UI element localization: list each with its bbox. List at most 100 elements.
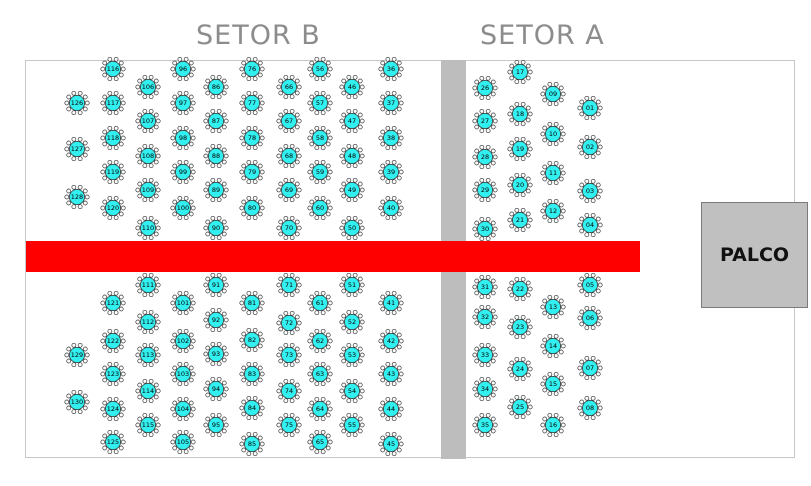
- table-13[interactable]: 13: [540, 294, 566, 320]
- table-41[interactable]: 41: [378, 290, 404, 316]
- table-12[interactable]: 12: [540, 198, 566, 224]
- table-95[interactable]: 95: [203, 412, 229, 438]
- table-57[interactable]: 57: [307, 90, 333, 116]
- table-77[interactable]: 77: [239, 90, 265, 116]
- table-63[interactable]: 63: [307, 361, 333, 387]
- table-60[interactable]: 60: [307, 195, 333, 221]
- table-15[interactable]: 15: [540, 371, 566, 397]
- table-04[interactable]: 04: [577, 212, 603, 238]
- table-84[interactable]: 84: [239, 395, 265, 421]
- table-30[interactable]: 30: [472, 216, 498, 242]
- table-22[interactable]: 22: [507, 276, 533, 302]
- table-66[interactable]: 66: [276, 74, 302, 100]
- table-27[interactable]: 27: [472, 108, 498, 134]
- table-129[interactable]: 129: [64, 342, 90, 368]
- table-130[interactable]: 130: [64, 389, 90, 415]
- table-67[interactable]: 67: [276, 108, 302, 134]
- table-28[interactable]: 28: [472, 144, 498, 170]
- table-50[interactable]: 50: [339, 215, 365, 241]
- table-42[interactable]: 42: [378, 328, 404, 354]
- table-23[interactable]: 23: [507, 314, 533, 340]
- table-18[interactable]: 18: [507, 101, 533, 127]
- table-65[interactable]: 65: [307, 429, 333, 455]
- table-93[interactable]: 93: [203, 341, 229, 367]
- table-69[interactable]: 69: [276, 177, 302, 203]
- table-91[interactable]: 91: [203, 272, 229, 298]
- table-48[interactable]: 48: [339, 143, 365, 169]
- table-92[interactable]: 92: [203, 307, 229, 333]
- table-24[interactable]: 24: [507, 356, 533, 382]
- stage[interactable]: PALCO: [701, 202, 808, 308]
- table-47[interactable]: 47: [339, 108, 365, 134]
- table-53[interactable]: 53: [339, 342, 365, 368]
- table-125[interactable]: 125: [100, 429, 126, 455]
- table-51[interactable]: 51: [339, 272, 365, 298]
- table-73[interactable]: 73: [276, 342, 302, 368]
- table-55[interactable]: 55: [339, 412, 365, 438]
- table-29[interactable]: 29: [472, 177, 498, 203]
- table-11[interactable]: 11: [540, 160, 566, 186]
- table-02[interactable]: 02: [577, 134, 603, 160]
- table-31[interactable]: 31: [472, 274, 498, 300]
- table-102[interactable]: 102: [170, 328, 196, 354]
- table-07[interactable]: 07: [577, 355, 603, 381]
- table-35[interactable]: 35: [472, 412, 498, 438]
- table-115[interactable]: 115: [135, 412, 161, 438]
- table-104[interactable]: 104: [170, 396, 196, 422]
- table-99[interactable]: 99: [170, 159, 196, 185]
- table-101[interactable]: 101: [170, 290, 196, 316]
- table-106[interactable]: 106: [135, 74, 161, 100]
- table-01[interactable]: 01: [577, 95, 603, 121]
- table-112[interactable]: 112: [135, 309, 161, 335]
- table-52[interactable]: 52: [339, 309, 365, 335]
- table-71[interactable]: 71: [276, 272, 302, 298]
- table-09[interactable]: 09: [540, 81, 566, 107]
- table-103[interactable]: 103: [170, 361, 196, 387]
- table-100[interactable]: 100: [170, 195, 196, 221]
- table-83[interactable]: 83: [239, 361, 265, 387]
- table-10[interactable]: 10: [540, 121, 566, 147]
- table-08[interactable]: 08: [577, 395, 603, 421]
- table-16[interactable]: 16: [540, 412, 566, 438]
- table-85[interactable]: 85: [239, 431, 265, 457]
- table-36[interactable]: 36: [378, 56, 404, 82]
- table-109[interactable]: 109: [135, 177, 161, 203]
- table-107[interactable]: 107: [135, 108, 161, 134]
- table-114[interactable]: 114: [135, 378, 161, 404]
- table-56[interactable]: 56: [307, 56, 333, 82]
- table-88[interactable]: 88: [203, 143, 229, 169]
- table-26[interactable]: 26: [472, 75, 498, 101]
- table-43[interactable]: 43: [378, 361, 404, 387]
- table-37[interactable]: 37: [378, 90, 404, 116]
- table-113[interactable]: 113: [135, 342, 161, 368]
- table-117[interactable]: 117: [100, 90, 126, 116]
- table-46[interactable]: 46: [339, 74, 365, 100]
- table-96[interactable]: 96: [170, 56, 196, 82]
- table-128[interactable]: 128: [64, 184, 90, 210]
- table-89[interactable]: 89: [203, 177, 229, 203]
- table-105[interactable]: 105: [170, 429, 196, 455]
- table-97[interactable]: 97: [170, 90, 196, 116]
- table-126[interactable]: 126: [64, 90, 90, 116]
- table-70[interactable]: 70: [276, 215, 302, 241]
- table-118[interactable]: 118: [100, 125, 126, 151]
- table-122[interactable]: 122: [100, 328, 126, 354]
- table-25[interactable]: 25: [507, 394, 533, 420]
- table-111[interactable]: 111: [135, 272, 161, 298]
- table-06[interactable]: 06: [577, 305, 603, 331]
- table-49[interactable]: 49: [339, 177, 365, 203]
- table-61[interactable]: 61: [307, 290, 333, 316]
- table-86[interactable]: 86: [203, 74, 229, 100]
- table-03[interactable]: 03: [577, 178, 603, 204]
- table-20[interactable]: 20: [507, 172, 533, 198]
- table-76[interactable]: 76: [239, 56, 265, 82]
- table-87[interactable]: 87: [203, 108, 229, 134]
- table-14[interactable]: 14: [540, 333, 566, 359]
- table-82[interactable]: 82: [239, 327, 265, 353]
- table-59[interactable]: 59: [307, 159, 333, 185]
- table-54[interactable]: 54: [339, 378, 365, 404]
- table-119[interactable]: 119: [100, 159, 126, 185]
- table-110[interactable]: 110: [135, 215, 161, 241]
- table-79[interactable]: 79: [239, 159, 265, 185]
- table-44[interactable]: 44: [378, 396, 404, 422]
